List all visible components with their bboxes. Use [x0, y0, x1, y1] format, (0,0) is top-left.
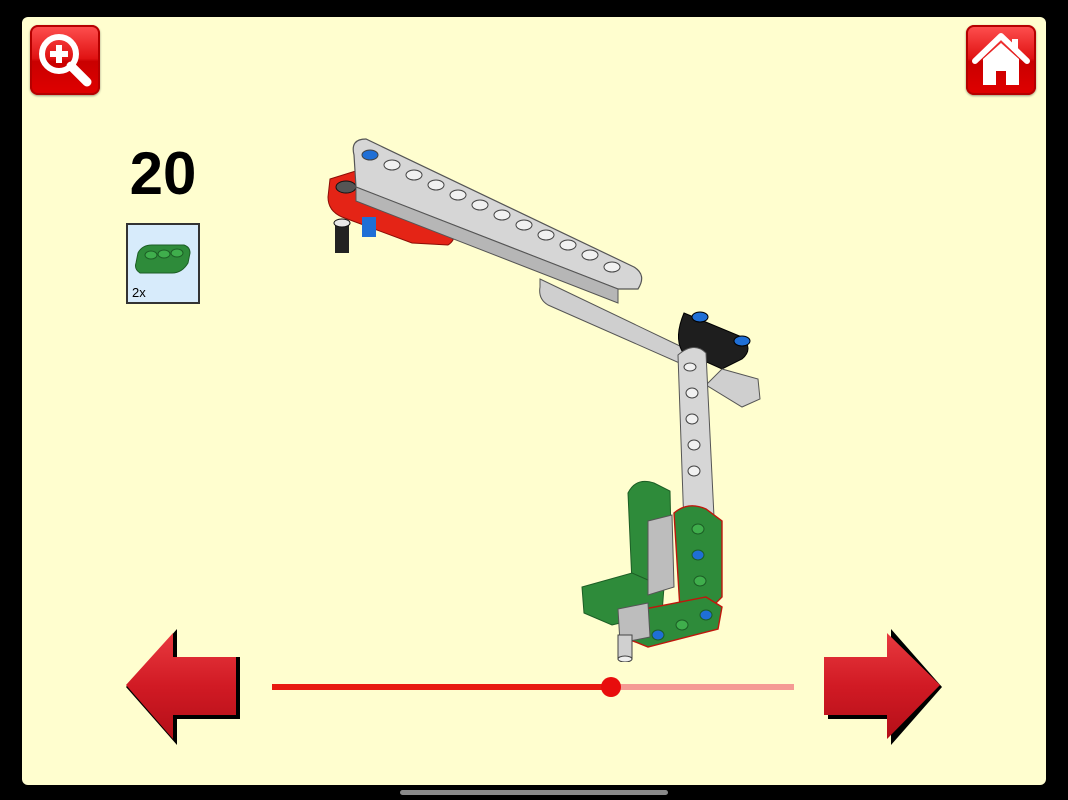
green-beam-3-icon	[135, 244, 191, 274]
zoom-in-icon	[39, 34, 92, 87]
zoom-button[interactable]	[30, 25, 100, 95]
home-icon	[972, 33, 1030, 85]
step-number: 20	[129, 140, 197, 207]
arrow-left-icon	[126, 629, 240, 745]
progress-track-remaining	[611, 684, 794, 690]
previous-step-button[interactable]	[122, 627, 244, 752]
home-button[interactable]	[966, 25, 1036, 95]
progress-slider-thumb[interactable]	[601, 677, 622, 697]
next-step-button[interactable]	[824, 627, 946, 752]
part-quantity: 2x	[132, 285, 146, 300]
home-indicator[interactable]	[400, 790, 668, 795]
instruction-screen: 20 2x	[22, 17, 1046, 785]
model-illustration	[327, 138, 761, 662]
arrow-right-icon	[824, 629, 942, 745]
progress-track-filled	[272, 684, 612, 690]
parts-list: 2x	[126, 223, 200, 304]
